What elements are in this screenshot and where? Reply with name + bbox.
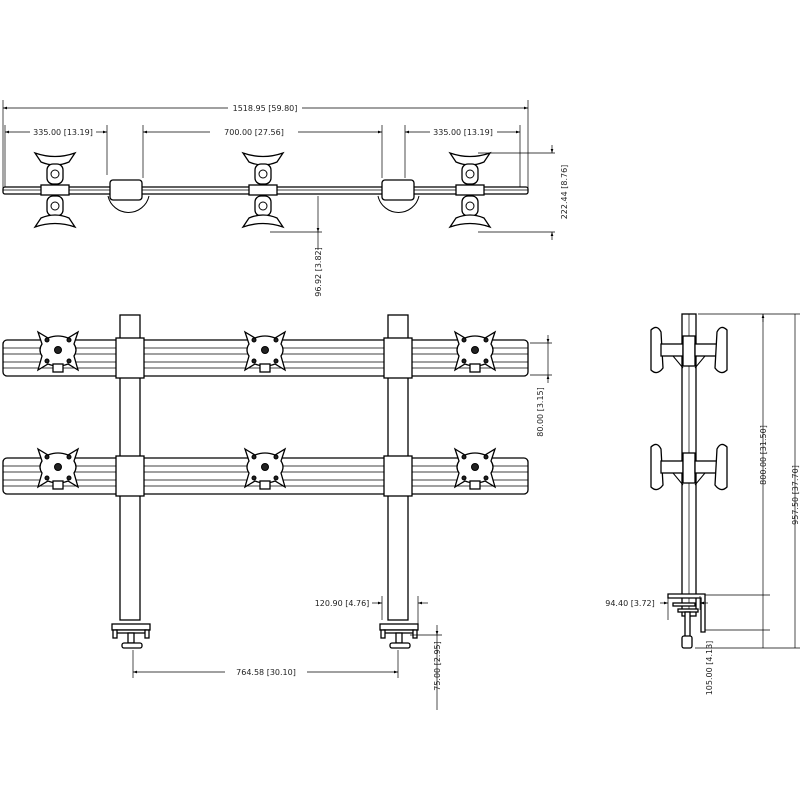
pole-width-dimension: 120.90 [4.76] bbox=[315, 599, 370, 608]
base-width-dimension: 94.40 [3.72] bbox=[605, 599, 655, 608]
clamp-depth-dimension: 75.00 [2.95] bbox=[433, 641, 442, 691]
offset-dimension: 96.92 [3.82] bbox=[314, 247, 323, 297]
front-view bbox=[2, 314, 552, 710]
overall-width-dimension: 1518.95 [59.80] bbox=[233, 104, 298, 113]
left-span-dimension: 335.00 [13.19] bbox=[33, 128, 93, 137]
upper-height-dimension: 800.00 [31.50] bbox=[759, 425, 768, 485]
right-span-dimension: 335.00 [13.19] bbox=[433, 128, 493, 137]
side-view bbox=[650, 313, 800, 649]
desk-clamp-right bbox=[379, 623, 419, 649]
clamp-height-dimension: 105.00 [4.13] bbox=[705, 641, 714, 696]
pole-spacing-dimension: 764.58 [30.10] bbox=[236, 668, 296, 677]
desk-clamp-left bbox=[111, 623, 151, 649]
depth-dimension: 222.44 [8.76] bbox=[560, 165, 569, 220]
bar-height-dimension: 80.00 [3.15] bbox=[536, 387, 545, 437]
total-height-dimension: 957.50 [37.70] bbox=[791, 465, 800, 525]
center-span-dimension: 700.00 [27.56] bbox=[224, 128, 284, 137]
top-view bbox=[2, 100, 555, 250]
